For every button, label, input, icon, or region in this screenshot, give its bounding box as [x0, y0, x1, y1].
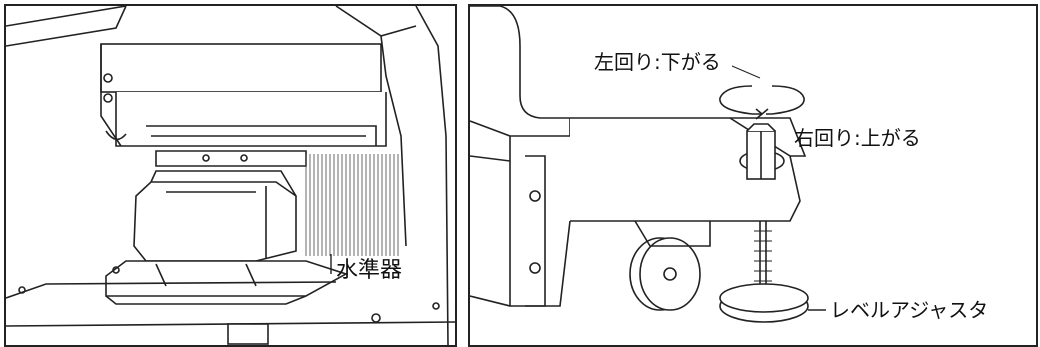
machine-interior-drawing: [6, 6, 455, 345]
counterclockwise-label: 左回り:下がる: [594, 50, 721, 74]
right-illustration-panel: 左回り:下がる 右回り:上がる レベルアジャスタ: [468, 4, 1038, 347]
clockwise-label: 右回り:上がる: [794, 126, 921, 150]
level-gauge-label: 水準器: [336, 258, 403, 283]
level-adjuster-drawing: [470, 6, 826, 323]
level-adjuster-label: レベルアジャスタ: [830, 298, 989, 322]
left-illustration-panel: 水準器: [4, 4, 457, 347]
